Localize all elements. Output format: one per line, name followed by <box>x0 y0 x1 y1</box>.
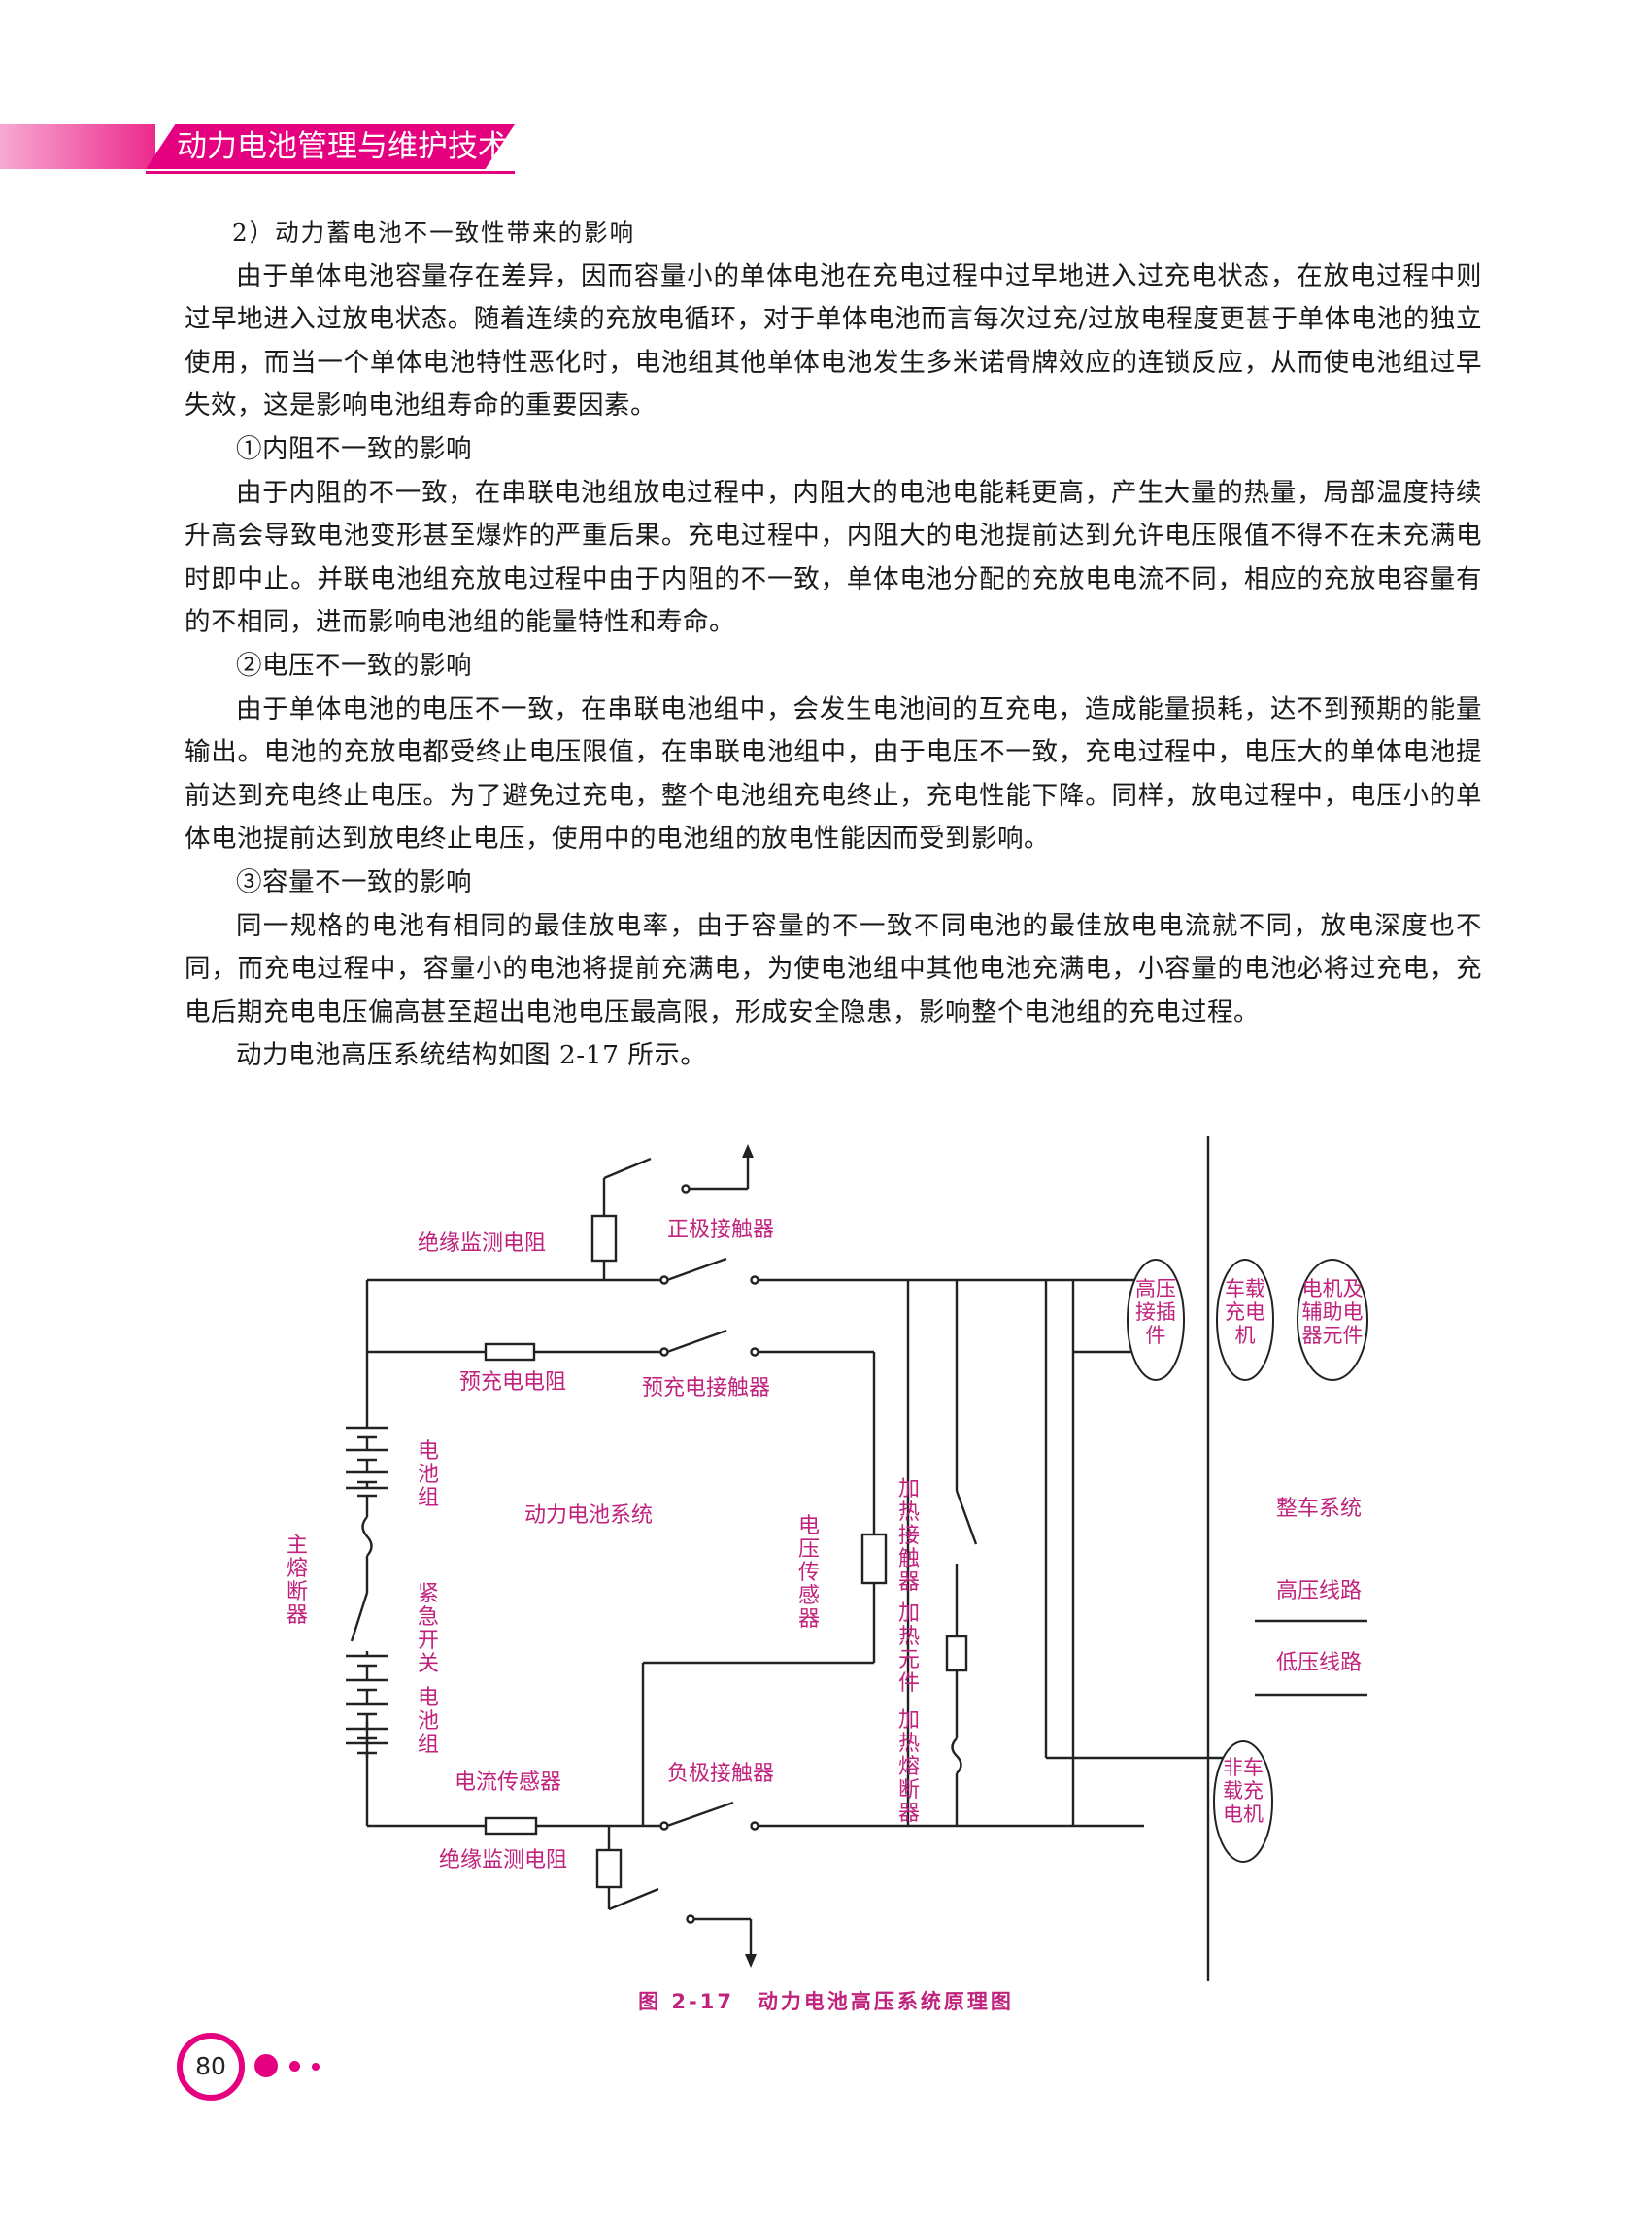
voltage-sensor-resistor <box>860 1533 888 1585</box>
label-negative-contactor: 负极接触器 <box>667 1762 774 1786</box>
label-heating-element: 加热元件 <box>898 1601 921 1696</box>
insulation-resistor-top <box>590 1214 618 1263</box>
label-lv-line: 低压线路 <box>1276 1651 1362 1675</box>
header-rule <box>146 171 515 174</box>
label-battery-pack-2: 电池组 <box>418 1686 440 1757</box>
hv-connector-ellipse <box>1127 1259 1185 1381</box>
load-ellipses <box>1127 1259 1368 1863</box>
label-heating-contactor: 加热接触器 <box>898 1477 921 1595</box>
figure-caption: 图 2-17 动力电池高压系统原理图 <box>638 1990 1014 2013</box>
label-precharge-contactor: 预充电接触器 <box>642 1376 770 1400</box>
intro-paragraph: 由于单体电池容量存在差异，因而容量小的单体电池在充电过程中过早地进入过充电状态，… <box>185 260 1482 421</box>
voltage-paragraph: 由于单体电池的电压不一致，在串联电池组中，会发生电池间的互充电，造成能量损耗，达… <box>185 693 1482 855</box>
label-positive-contactor: 正极接触器 <box>667 1218 774 1242</box>
dot-large <box>254 2054 278 2077</box>
arrows <box>742 1144 757 1968</box>
label-onboard-charger: 车载充电机 <box>1225 1277 1265 1347</box>
section-heading: 2）动力蓄电池不一致性带来的影响 <box>232 219 636 247</box>
label-voltage-sensor: 电压传感器 <box>798 1514 821 1632</box>
label-insulation-top: 绝缘监测电阻 <box>418 1231 546 1256</box>
insulation-resistor-bottom <box>595 1848 623 1889</box>
running-header-title: 动力电池管理与维护技术 <box>146 124 515 169</box>
precharge-resistor <box>484 1342 536 1362</box>
battery-cells <box>346 1426 388 1755</box>
label-emergency-switch: 紧急开关 <box>418 1582 440 1676</box>
motor-aux-ellipse <box>1297 1259 1368 1381</box>
dot-medium <box>289 2061 300 2072</box>
page-number: 80 <box>177 2033 245 2101</box>
label-vehicle-system: 整车系统 <box>1276 1497 1362 1521</box>
resistance-paragraph: 由于内阻的不一致，在串联电池组放电过程中，内阻大的电池电能耗更高，产生大量的热量… <box>185 477 1482 638</box>
label-precharge-resistor: 预充电电阻 <box>459 1370 566 1395</box>
header-band <box>0 124 155 169</box>
figure-reference: 动力电池高压系统结构如图 2-17 所示。 <box>236 1040 707 1071</box>
label-hv-line: 高压线路 <box>1276 1579 1362 1603</box>
arrow-up-icon <box>742 1144 754 1158</box>
body-text: 2）动力蓄电池不一致性带来的影响 由于单体电池容量存在差异，因而容量小的单体电池… <box>185 212 1482 1078</box>
circuit-wiring <box>350 1136 1367 1981</box>
sub-heading-voltage: ②电压不一致的影响 <box>236 650 472 681</box>
switch-contacts <box>659 1184 759 1924</box>
sub-heading-capacity: ③容量不一致的影响 <box>236 866 472 897</box>
label-hv-connector: 高压接插件 <box>1135 1277 1176 1347</box>
resistors <box>484 1214 968 1889</box>
heating-element-resistor <box>945 1635 968 1672</box>
label-motor-aux: 电机及辅助电器元件 <box>1301 1277 1364 1347</box>
current-sensor-shunt <box>484 1816 538 1836</box>
offboard-charger-ellipse <box>1213 1740 1273 1863</box>
sub-heading-resistance: ①内阻不一致的影响 <box>236 433 472 464</box>
label-main-fuse: 主熔断器 <box>287 1534 309 1628</box>
label-offboard-charger: 非车载充电机 <box>1223 1756 1264 1826</box>
dot-small <box>312 2063 320 2071</box>
label-battery-pack-1: 电池组 <box>418 1439 440 1510</box>
label-system-name: 动力电池系统 <box>524 1503 653 1528</box>
label-heating-fuse: 加热熔断器 <box>898 1708 921 1826</box>
capacity-paragraph: 同一规格的电池有相同的最佳放电率，由于容量的不一致不同电池的最佳放电电流就不同，… <box>185 910 1482 1028</box>
label-insulation-bottom: 绝缘监测电阻 <box>439 1848 567 1872</box>
label-current-sensor: 电流传感器 <box>455 1770 561 1795</box>
diagram-labels: 绝缘监测电阻 正极接触器 预充电电阻 预充电接触器 动力电池系统 电流传感器 负… <box>418 1218 1362 1872</box>
arrow-down-icon <box>745 1954 757 1968</box>
onboard-charger-ellipse <box>1216 1259 1274 1381</box>
